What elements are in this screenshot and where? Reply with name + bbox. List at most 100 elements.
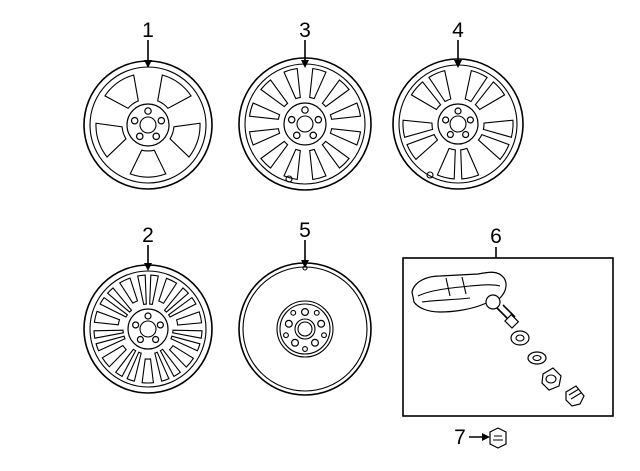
wheel-3-window [321, 140, 350, 169]
vent-hole [290, 309, 297, 316]
wheel-2-rim-inner [89, 270, 207, 388]
wheel-4-spoke-windows [402, 69, 514, 180]
lug-hole [287, 115, 296, 124]
wheel-2-window [158, 277, 178, 305]
wheel-2-window [149, 274, 159, 306]
callout-label-5: 5 [299, 219, 311, 242]
lug-hole [156, 321, 164, 329]
lug-nut: 7 [454, 426, 507, 449]
wheel-2-window [93, 310, 121, 326]
lug-hole [301, 106, 309, 114]
wheel-2-spoke-windows [93, 274, 203, 384]
lug-hole [144, 312, 152, 320]
wheel-2-window [137, 274, 147, 306]
wheel-3-window [321, 79, 350, 108]
wheel-1-lug-holes [130, 107, 166, 141]
wheel-5: 5 [238, 219, 372, 396]
wheel-1-spoke-windows [95, 74, 201, 178]
wheel-4-window [406, 133, 439, 161]
lug-hole [314, 115, 323, 124]
lug-hole [157, 116, 166, 125]
wheel-2-window [95, 335, 126, 352]
wheel-3-window [309, 67, 327, 100]
vent-hole [313, 309, 320, 316]
vent-hole [283, 332, 289, 339]
wheel-2-window [114, 348, 137, 378]
wheel-4-window [428, 69, 452, 103]
wheel-2-window [141, 358, 155, 384]
wheel-2-window [168, 344, 195, 368]
wheel-2-window [159, 348, 182, 378]
wheel-4-window [402, 119, 434, 138]
tpms-kit: 6 [402, 225, 614, 417]
wheel-4-window [482, 119, 514, 138]
wheel-2-window [119, 277, 139, 304]
tpms-grommet [510, 330, 530, 346]
tpms-washer [527, 351, 547, 365]
wheel-1-rim-outer [83, 60, 213, 190]
wheel-2-window [170, 335, 201, 352]
lug-hole [152, 335, 160, 344]
wheel-1-window [169, 122, 201, 158]
callout-label-4: 4 [452, 19, 464, 42]
wheel-1: 1 [83, 19, 213, 190]
tpms-kit-box [402, 257, 614, 417]
wheel-5-lug-holes [283, 308, 327, 352]
lug-hole [130, 116, 139, 125]
wheel-3-window [248, 102, 281, 120]
wheel-1-window [129, 149, 167, 178]
wheel-2-window [163, 287, 190, 313]
lug-hole [144, 107, 152, 115]
lug-hole [136, 335, 144, 344]
wheel-5-valve-hole [302, 265, 308, 271]
wheel-3-window [329, 128, 362, 146]
wheel-2-window [172, 329, 203, 339]
callout-label-7: 7 [454, 426, 466, 449]
lug-hole [292, 131, 301, 140]
wheel-2-window [106, 287, 133, 313]
lug-hole [462, 130, 470, 139]
wheel-4-window [477, 133, 510, 161]
wheel-2-window [93, 329, 124, 339]
wheel-3-window [283, 67, 301, 100]
lug-hole [454, 107, 462, 115]
wheel-3-rim-outer [238, 57, 372, 191]
wheel-1-window [104, 74, 139, 109]
wheel-2-window [154, 351, 170, 382]
wheel-5-rim-outer [238, 262, 372, 396]
wheel-3-valve-hole [285, 175, 293, 183]
wheel-1-window [157, 74, 192, 109]
lug-hole [291, 338, 300, 347]
lug-hole [135, 132, 144, 141]
wheel-4-window [464, 69, 488, 103]
wheel-5-center-bore [294, 318, 316, 340]
wheel-5-rim-lip [242, 266, 368, 392]
wheel-3-spoke-windows [248, 67, 362, 181]
wheel-4-window [474, 81, 506, 111]
lug-hole [310, 338, 319, 347]
vent-hole [302, 346, 308, 352]
lug-hole [317, 319, 326, 328]
wheel-2-window [126, 351, 142, 382]
wheel-1-rim-inner [89, 66, 207, 184]
wheel-1-window [95, 122, 127, 158]
lug-hole [284, 319, 293, 328]
wheel-2-lug-holes [132, 312, 164, 344]
lug-nut-body [489, 427, 507, 449]
wheel-3-window [329, 102, 362, 120]
tpms-sensor [411, 271, 520, 329]
callout-label-6: 6 [490, 225, 502, 248]
lug-hole [301, 308, 310, 317]
callout-label-2: 2 [142, 224, 154, 247]
lug-hole [152, 132, 161, 141]
wheel-2-rim-outer [83, 264, 213, 394]
lug-hole [442, 116, 450, 124]
wheel-4-lug-holes [442, 107, 474, 139]
wheel-5-disc-ring-inner [279, 303, 331, 355]
wheel-2: 2 [83, 224, 213, 394]
lug-hole [309, 131, 318, 140]
wheel-4-window [436, 147, 456, 180]
wheel-2-window [101, 344, 127, 368]
callout-label-1: 1 [142, 19, 154, 42]
